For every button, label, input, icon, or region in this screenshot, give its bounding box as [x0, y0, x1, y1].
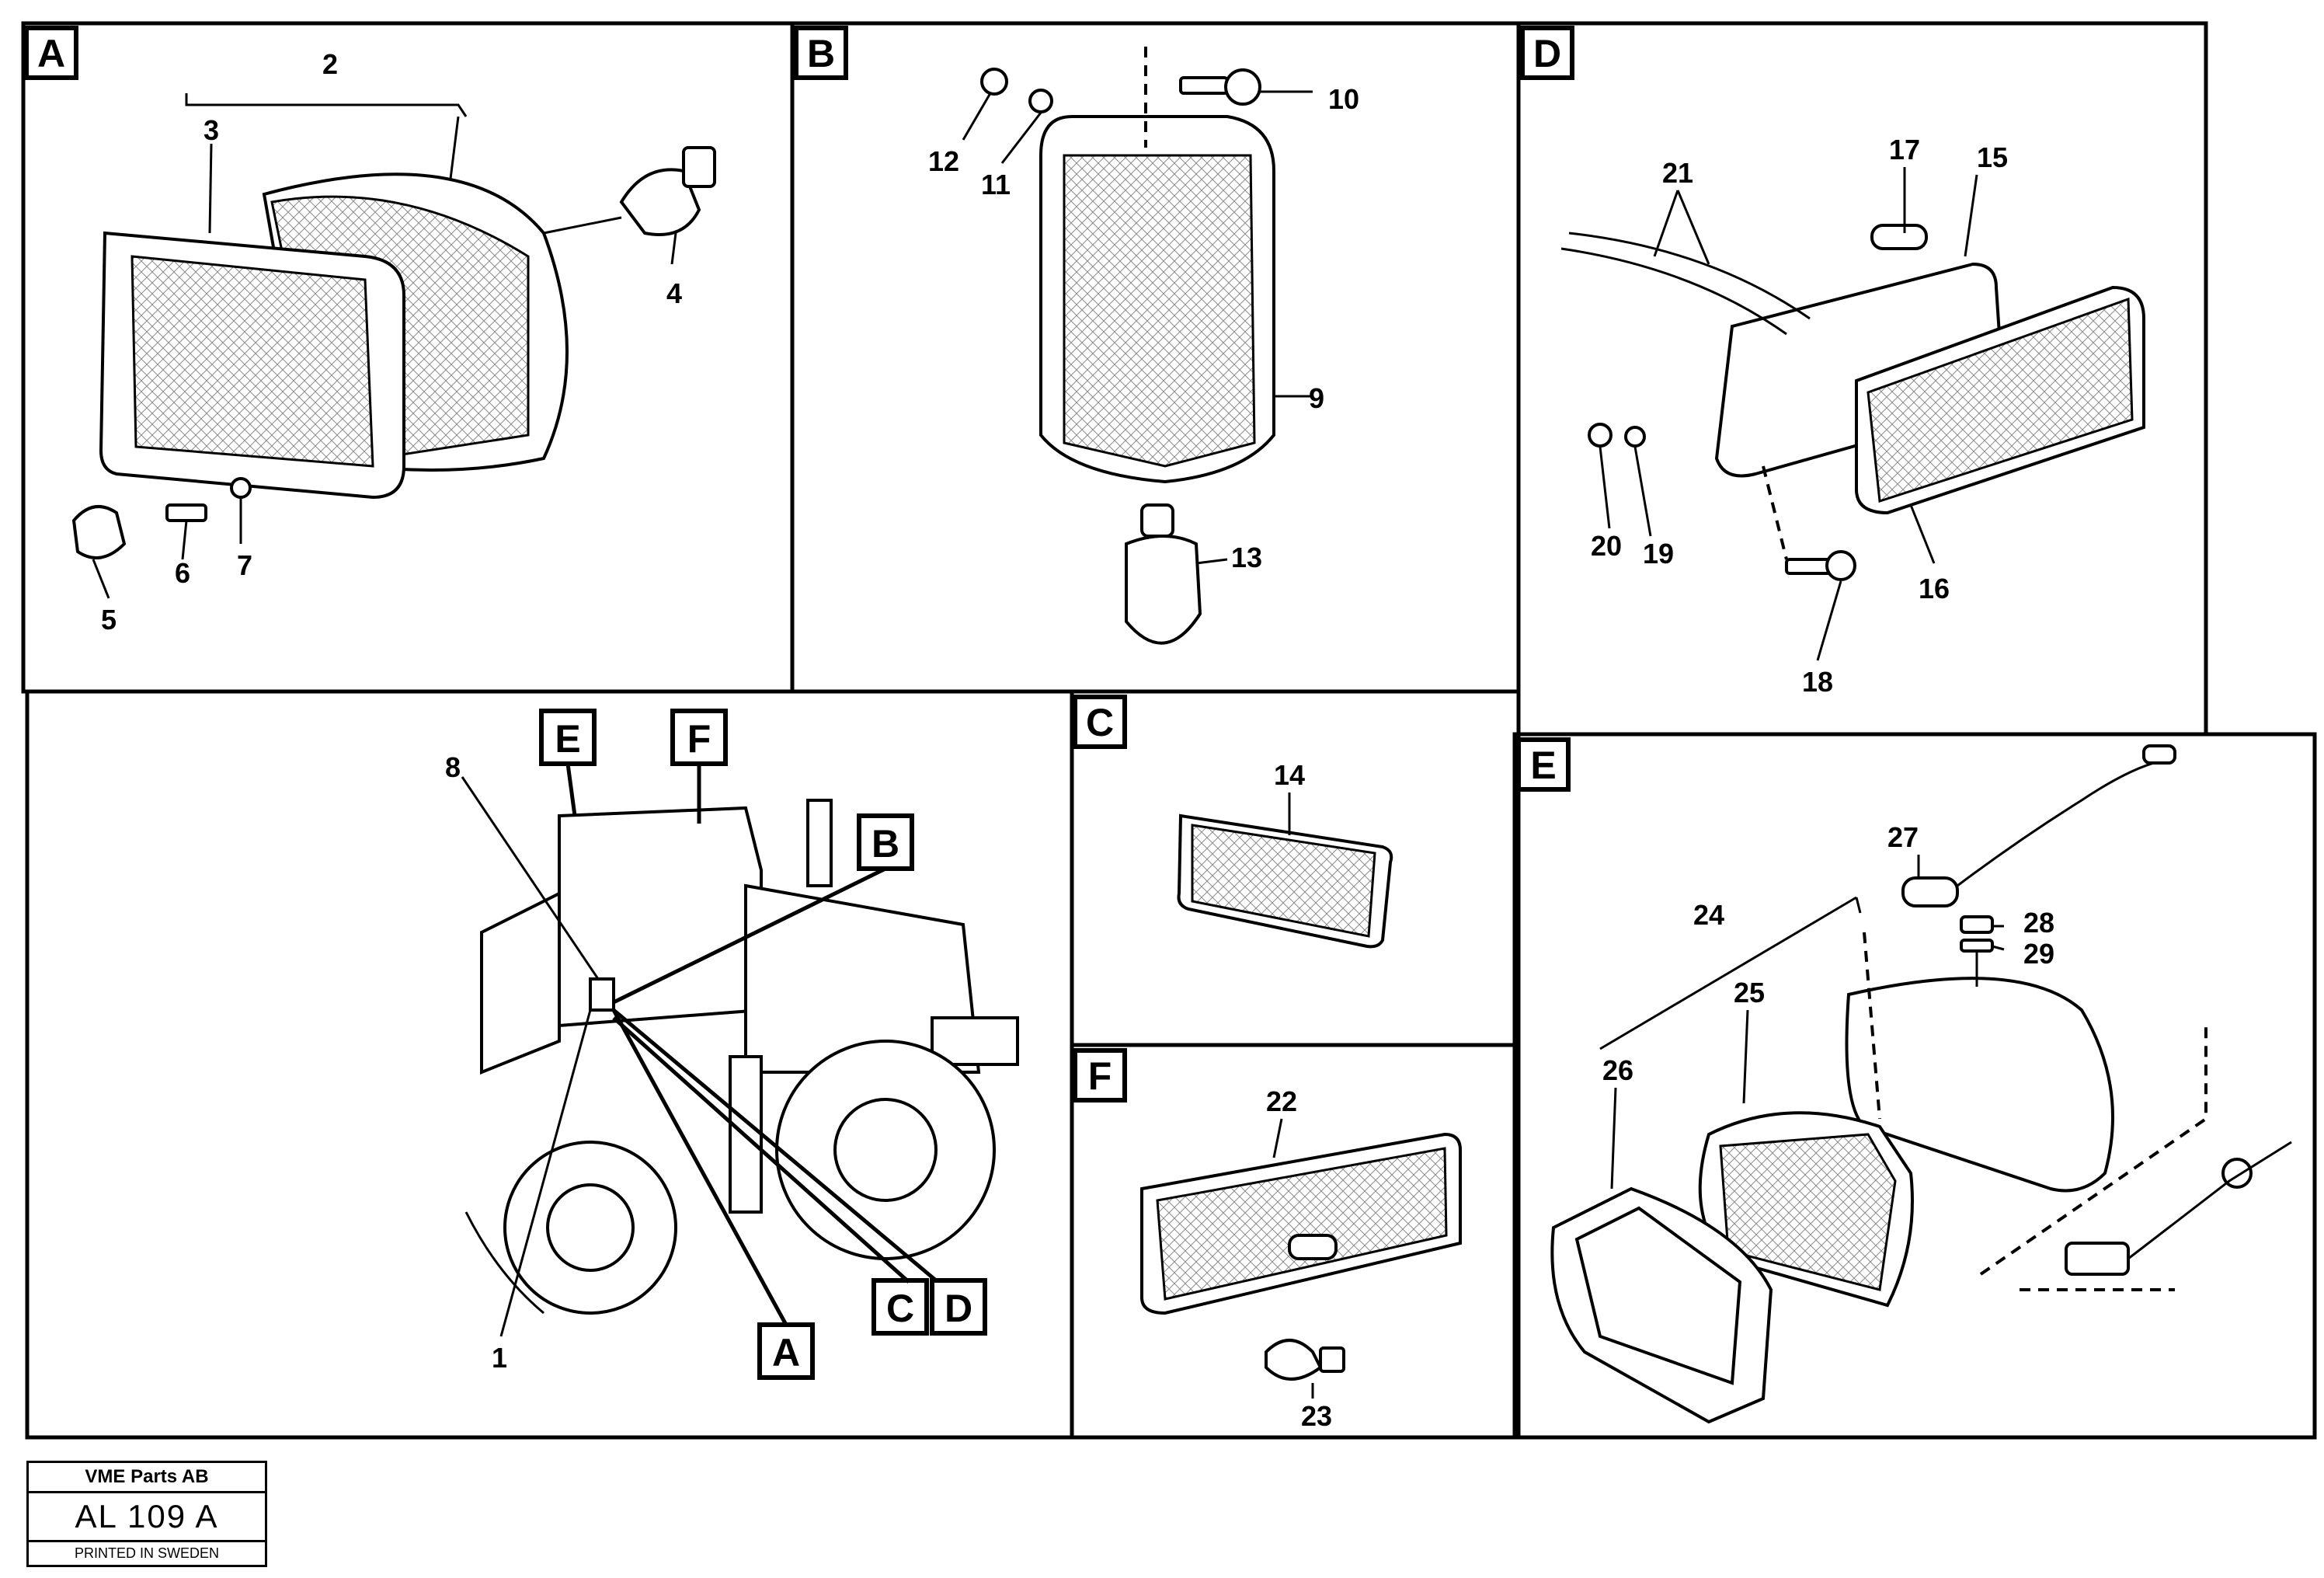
callout-1: 1: [492, 1342, 507, 1374]
interior-lamp: [1140, 1132, 1462, 1315]
bulb-23: [1265, 1339, 1345, 1381]
panel-f: F 22 23: [1073, 1048, 1462, 1432]
nut-12: [980, 68, 1008, 96]
callout-28: 28: [2023, 907, 2054, 939]
reflector: [1177, 813, 1393, 949]
machine-overview: E F B A C D 8 1: [445, 709, 1019, 1380]
panel-b-label: B: [807, 32, 835, 75]
connector: [2065, 1141, 2292, 1276]
panel-e-label: E: [1530, 744, 1556, 787]
callout-2: 2: [322, 48, 338, 80]
wires: [1560, 232, 1811, 336]
callout-22: 22: [1266, 1085, 1297, 1117]
callout-14: 14: [1274, 759, 1305, 791]
washer-11: [1028, 89, 1053, 113]
callout-27: 27: [1887, 821, 1919, 853]
panel-d-leaders: [1599, 167, 1978, 661]
marker-bulb: [1125, 503, 1202, 645]
panel-f-label: F: [1088, 1054, 1112, 1098]
callout-23: 23: [1301, 1400, 1332, 1432]
marker-f: F: [687, 717, 711, 761]
marker-lamp-body: [1039, 115, 1275, 484]
callout-11: 11: [981, 169, 1011, 200]
marker-c: C: [886, 1287, 914, 1330]
callout-25: 25: [1734, 977, 1765, 1008]
marker-b: B: [872, 822, 899, 866]
panel-b-leaders: [962, 90, 1313, 565]
nut-20: [1588, 423, 1613, 448]
bulb-17: [1870, 224, 1928, 250]
work-light-lens: [1698, 1111, 1914, 1308]
nut-28-washer-29: [1960, 915, 1994, 987]
panel-e-leaders: [1599, 855, 2005, 1190]
work-light-frame: [1550, 1186, 1773, 1424]
drawing-code: AL 109 A: [29, 1493, 265, 1542]
callout-13: 13: [1231, 542, 1262, 573]
callout-20: 20: [1591, 530, 1622, 562]
panel-b: B 10 12 11 9 13: [794, 26, 1359, 645]
bulb-27: [1901, 744, 2176, 907]
callout-16: 16: [1919, 573, 1950, 604]
callout-3: 3: [204, 114, 219, 146]
callout-5: 5: [101, 604, 117, 636]
panel-a-label: A: [37, 32, 65, 75]
panel-d-label: D: [1533, 32, 1561, 75]
wheel-loader: [464, 799, 1019, 1315]
marker-d: D: [945, 1287, 972, 1330]
callout-15: 15: [1977, 141, 2008, 173]
headlamp-frame: [99, 231, 405, 500]
machine-leaders: [461, 763, 938, 1337]
callout-18: 18: [1802, 666, 1833, 698]
company-name: VME Parts AB: [29, 1463, 265, 1493]
callout-4: 4: [666, 277, 682, 309]
marker-a: A: [772, 1331, 800, 1374]
callout-19: 19: [1643, 538, 1674, 570]
callout-12: 12: [928, 145, 959, 177]
screw-and-washer: [165, 477, 252, 522]
callout-9: 9: [1309, 382, 1324, 414]
marker-e: E: [555, 717, 580, 761]
callout-7: 7: [237, 549, 252, 581]
headlamp-bulb: [619, 146, 716, 236]
lamp-lens: [1855, 285, 2145, 515]
callout-21: 21: [1662, 157, 1693, 189]
panel-c: C 14: [1073, 695, 1393, 949]
panel-c-label: C: [1086, 701, 1114, 744]
callout-24: 24: [1693, 899, 1724, 931]
printed-in: PRINTED IN SWEDEN: [74, 1545, 219, 1561]
screw-18: [1785, 550, 1856, 581]
callout-10: 10: [1328, 83, 1359, 115]
panel-frames: [21, 21, 2317, 1440]
callout-29: 29: [2023, 938, 2054, 970]
work-light-housing: [1845, 977, 2114, 1193]
panel-d: D 17 15: [1520, 26, 2145, 698]
panel-a-leaders: [92, 93, 677, 599]
panel-e: E: [1516, 737, 2292, 1424]
title-block: VME Parts AB AL 109 A PRINTED IN SWEDEN: [26, 1461, 267, 1567]
screw-10: [1179, 68, 1261, 106]
callout-26: 26: [1602, 1054, 1633, 1086]
panel-a: A 2 3: [24, 26, 716, 636]
callout-8: 8: [445, 751, 461, 783]
washer-19: [1624, 426, 1646, 448]
callout-17: 17: [1889, 134, 1920, 165]
callout-6: 6: [175, 557, 190, 589]
side-bulb: [71, 505, 127, 559]
